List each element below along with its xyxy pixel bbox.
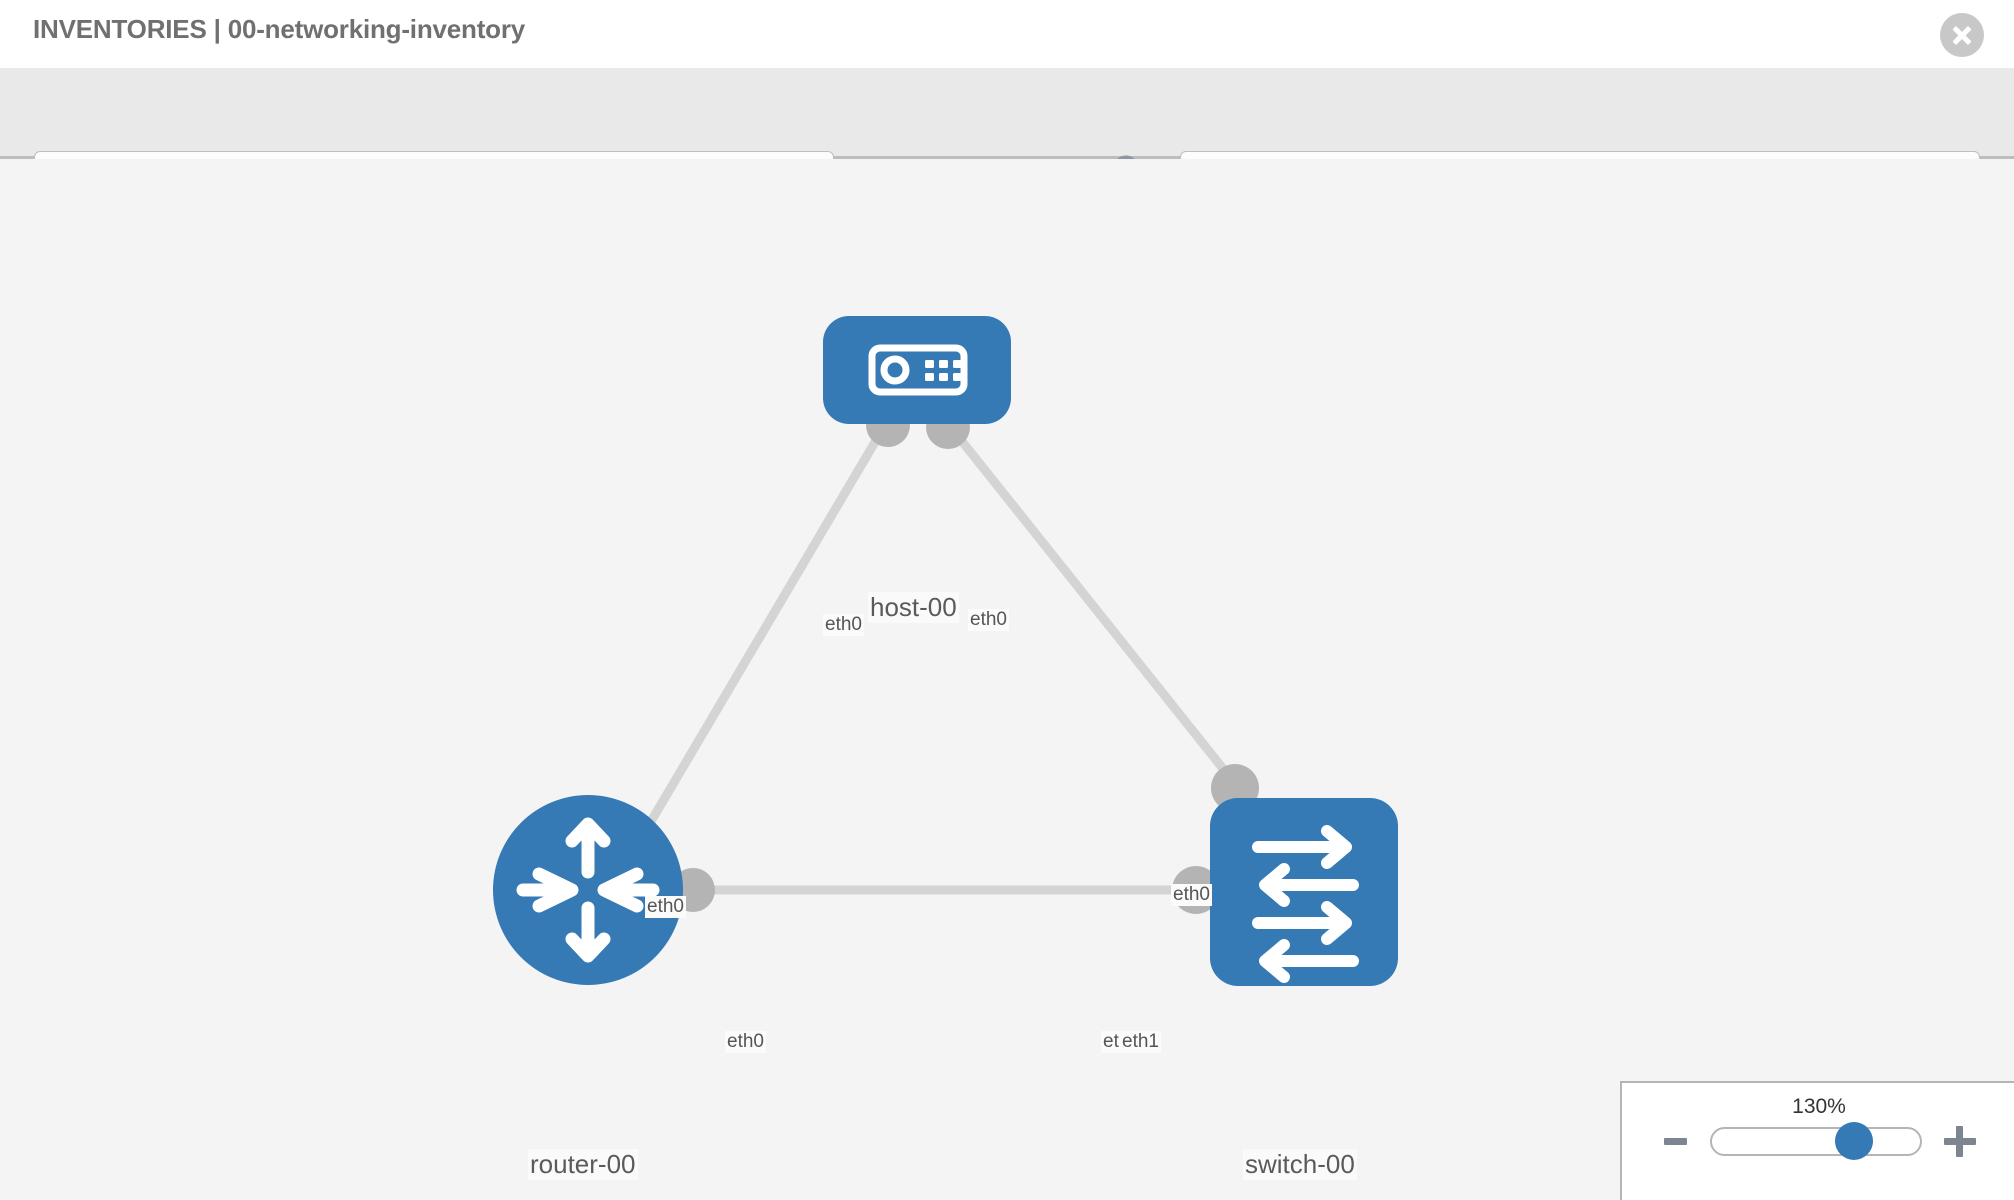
page-header: INVENTORIES | 00-networking-inventory bbox=[0, 0, 2014, 68]
link-host-router bbox=[636, 417, 892, 843]
zoom-control-panel: 130% bbox=[1620, 1081, 2014, 1200]
zoom-slider-thumb[interactable] bbox=[1835, 1122, 1873, 1160]
iface-label-host-left: eth0 bbox=[823, 614, 864, 636]
iface-label-switch-lan-b: eth1 bbox=[1120, 1031, 1161, 1053]
node-host-00 bbox=[823, 316, 1011, 424]
close-icon[interactable] bbox=[1940, 13, 1984, 57]
node-router-00 bbox=[493, 795, 683, 985]
zoom-slider-track[interactable] bbox=[1710, 1127, 1922, 1156]
node-label-switch-00: switch-00 bbox=[1243, 1149, 1357, 1180]
page-title: INVENTORIES | 00-networking-inventory bbox=[33, 14, 526, 44]
toolbar: ACTIONS SEARC bbox=[0, 68, 2014, 203]
switch-icon bbox=[1252, 825, 1359, 983]
iface-label-router-lan: eth0 bbox=[725, 1031, 766, 1053]
host-icon bbox=[868, 344, 968, 396]
topology-graph bbox=[493, 316, 1398, 986]
port-layer bbox=[671, 403, 1259, 914]
node-label-router-00: router-00 bbox=[528, 1149, 638, 1180]
node-switch-00 bbox=[1210, 798, 1398, 986]
iface-label-host-right: eth0 bbox=[968, 609, 1009, 631]
topology-canvas[interactable]: eth0 eth0 eth0 eth0 eth0 eth0 eth1 host-… bbox=[0, 159, 2014, 1200]
zoom-in-button[interactable] bbox=[1944, 1125, 1976, 1157]
link-layer bbox=[636, 417, 1244, 895]
zoom-out-button[interactable] bbox=[1664, 1138, 1687, 1145]
iface-label-router-uplink: eth0 bbox=[645, 896, 686, 918]
host-icon-dots bbox=[925, 360, 962, 381]
iface-label-switch-uplink: eth0 bbox=[1171, 884, 1212, 906]
link-host-switch bbox=[941, 417, 1244, 793]
router-icon bbox=[516, 817, 660, 963]
zoom-level-value: 130% bbox=[1792, 1095, 1846, 1118]
node-label-host-00: host-00 bbox=[868, 592, 959, 623]
